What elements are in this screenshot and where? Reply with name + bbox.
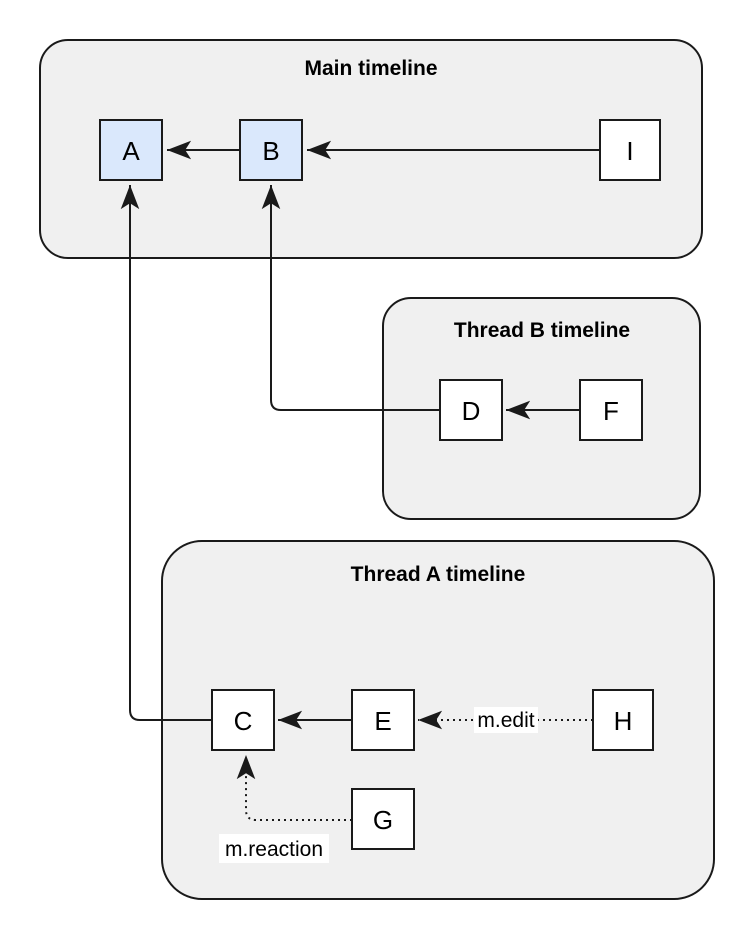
- thread-b-timeline-title: Thread B timeline: [454, 319, 630, 342]
- node-h: H: [592, 689, 654, 751]
- edge-label-m-edit-bg: [474, 707, 538, 733]
- node-a: A: [99, 119, 163, 181]
- edge-g-to-c: [236, 755, 352, 821]
- node-f-box: [579, 379, 643, 441]
- edge-label-m-reaction: m.reaction: [219, 834, 329, 863]
- node-f: F: [579, 379, 643, 441]
- node-d-box: [439, 379, 503, 441]
- node-f-label: F: [603, 396, 619, 426]
- node-e-label: E: [374, 706, 391, 736]
- node-g: G: [351, 788, 415, 850]
- node-e-box: [351, 689, 415, 751]
- node-a-label: A: [122, 136, 140, 166]
- thread-b-timeline-container: Thread B timeline: [382, 297, 701, 520]
- edge-d-to-b: [261, 185, 440, 411]
- node-c: C: [211, 689, 275, 751]
- thread-b-timeline-box: [382, 297, 701, 520]
- node-i-box: [599, 119, 661, 181]
- node-h-label: H: [614, 706, 633, 736]
- node-a-box: [99, 119, 163, 181]
- node-c-box: [211, 689, 275, 751]
- node-b: B: [239, 119, 303, 181]
- edge-label-m-edit-text: m.edit: [477, 709, 534, 732]
- edge-label-m-reaction-text: m.reaction: [225, 838, 323, 861]
- node-b-box: [239, 119, 303, 181]
- node-h-box: [592, 689, 654, 751]
- node-i: I: [599, 119, 661, 181]
- node-g-label: G: [373, 805, 393, 835]
- node-i-label: I: [626, 136, 633, 166]
- node-b-label: B: [262, 136, 279, 166]
- node-e: E: [351, 689, 415, 751]
- thread-a-timeline-title: Thread A timeline: [351, 563, 526, 586]
- node-d-label: D: [462, 396, 481, 426]
- main-timeline-title: Main timeline: [304, 57, 437, 80]
- node-c-label: C: [234, 706, 253, 736]
- edge-label-m-edit: m.edit: [474, 707, 538, 733]
- node-g-box: [351, 788, 415, 850]
- edge-label-m-reaction-bg: [219, 834, 329, 863]
- edge-c-to-a: [120, 185, 212, 721]
- node-d: D: [439, 379, 503, 441]
